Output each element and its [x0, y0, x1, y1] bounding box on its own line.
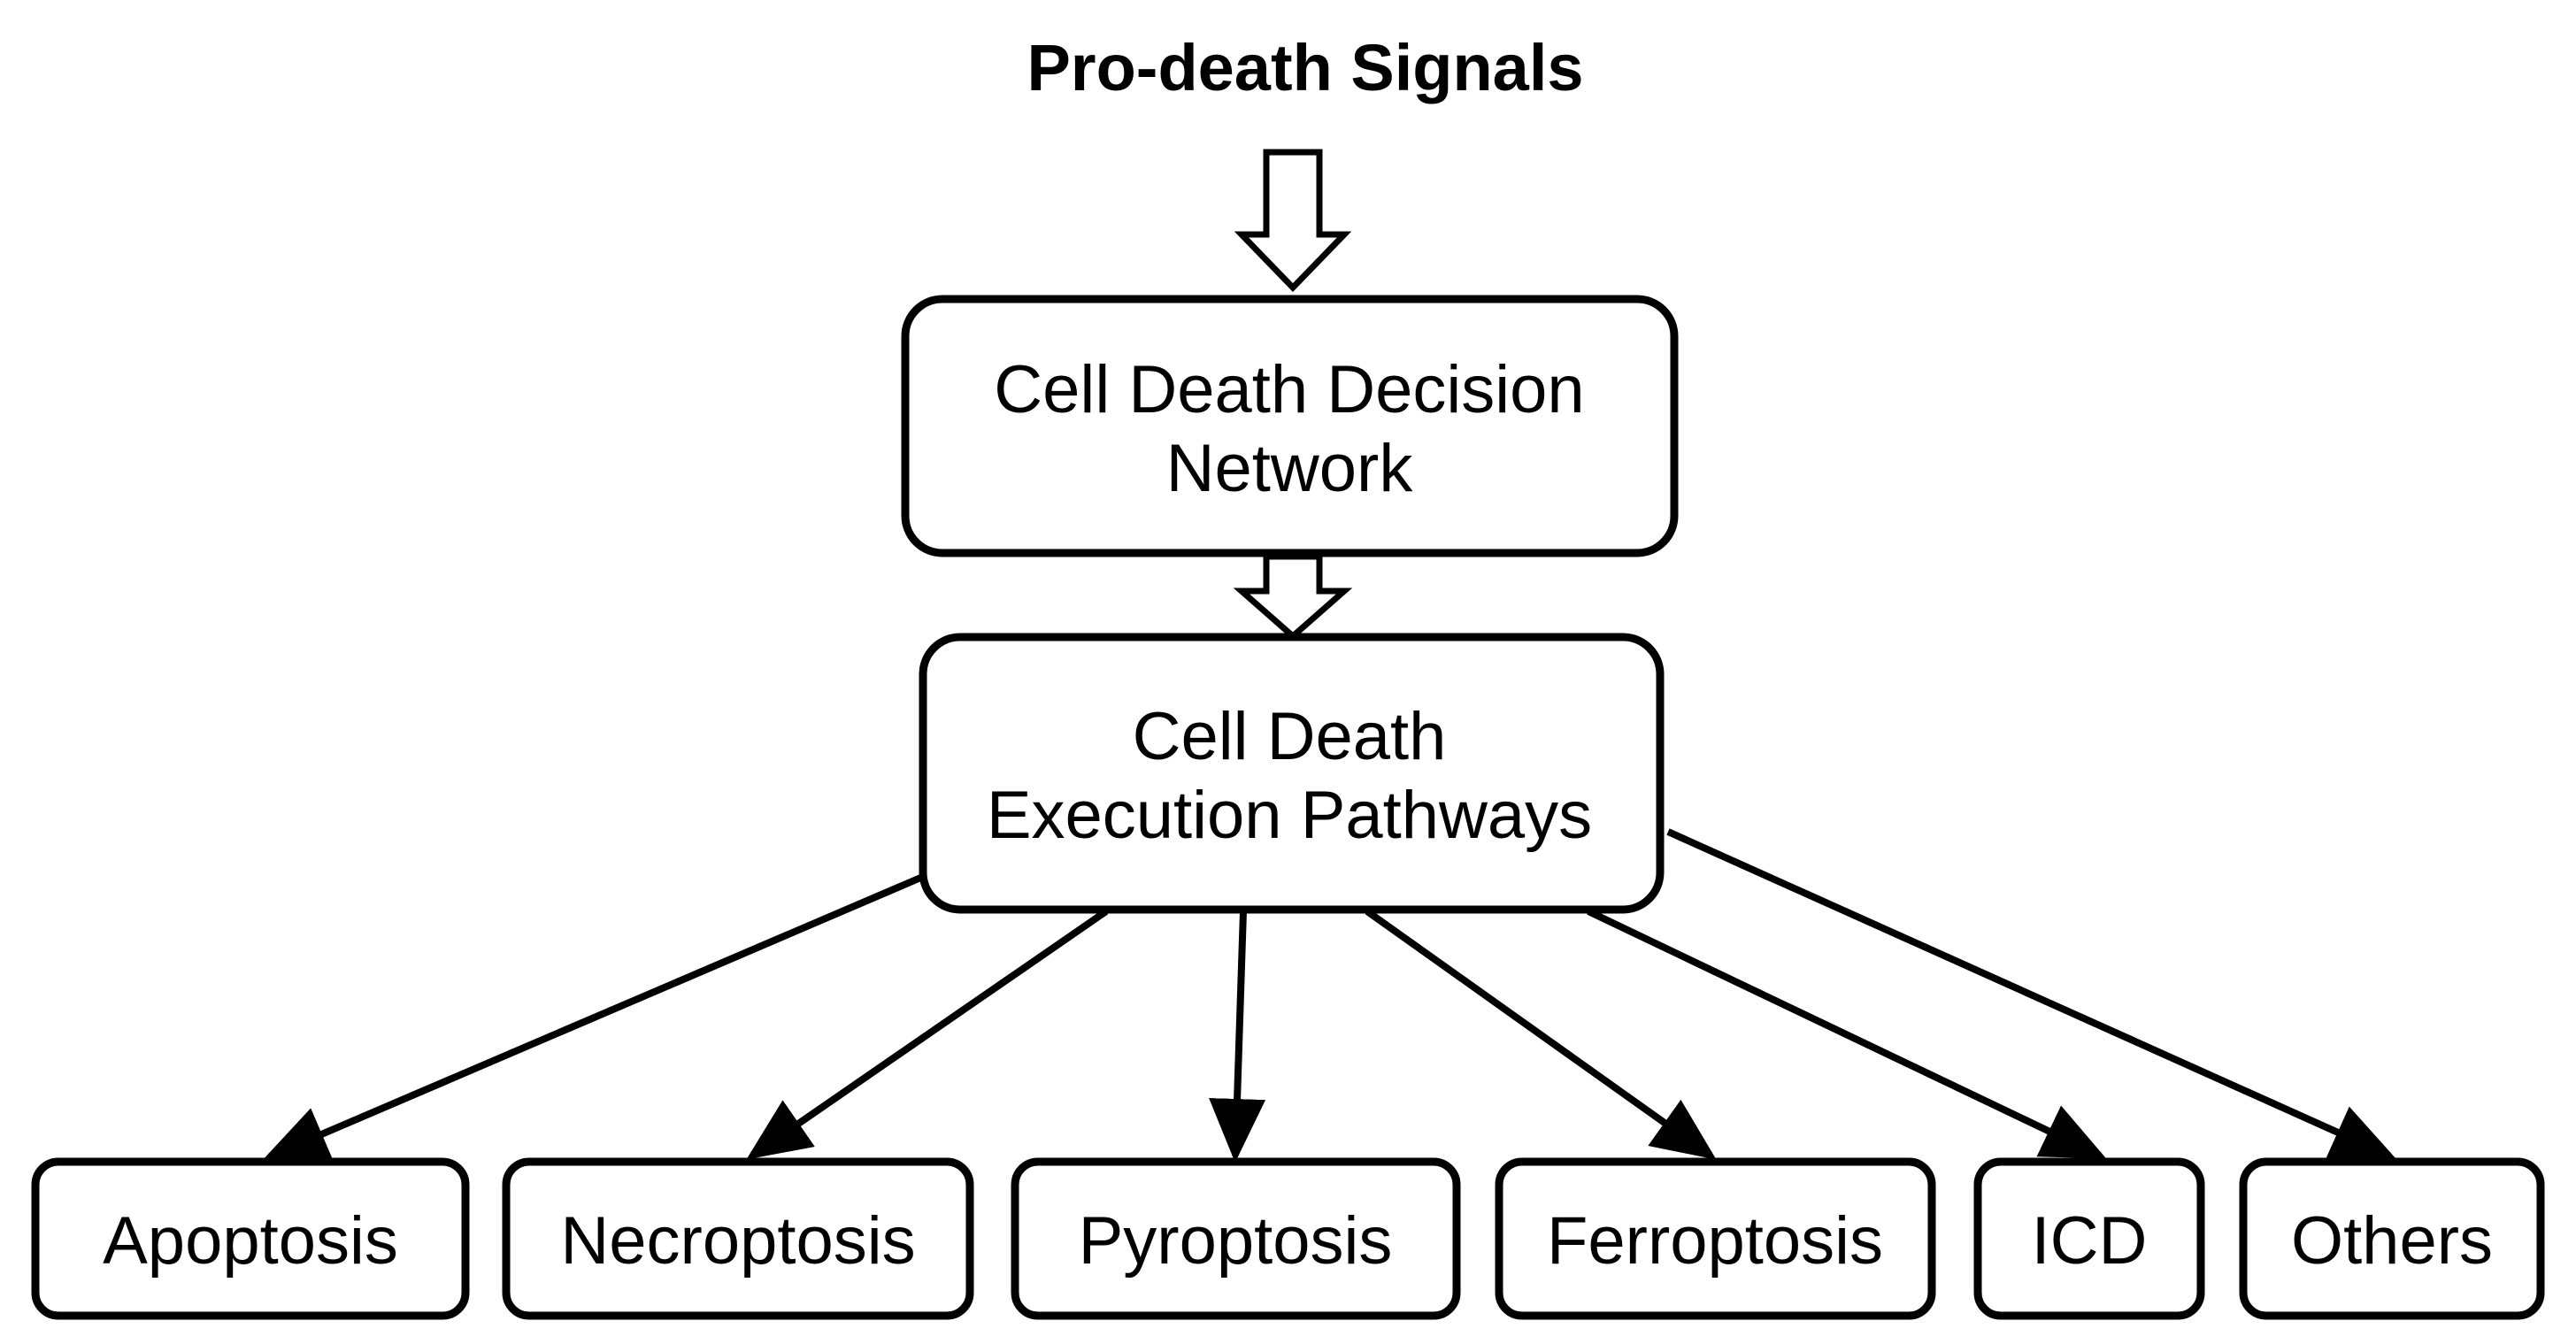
outcome-label: Others [2291, 1203, 2493, 1279]
execution-pathways-box [919, 633, 1665, 914]
execution-pathways-node: Cell Death Execution Pathways [919, 633, 1665, 914]
decision-network-box [901, 295, 1679, 557]
outcome-apoptosis: Apoptosis [31, 1157, 470, 1320]
outcome-ferroptosis: Ferroptosis [1495, 1157, 1936, 1320]
outcome-others: Others [2239, 1157, 2545, 1320]
edge-to-ferroptosis [1365, 908, 1717, 1160]
edge-to-necroptosis [746, 908, 1109, 1160]
outcome-box [1011, 1157, 1461, 1320]
edge-to-apoptosis [263, 872, 927, 1161]
diagram-title: Pro-death Signals [1027, 31, 1583, 104]
outcome-box [1495, 1157, 1936, 1320]
outcome-label: Pyroptosis [1079, 1203, 1393, 1279]
outcome-label: Apoptosis [103, 1203, 398, 1279]
signal-to-decision-arrow [1234, 149, 1352, 293]
outcome-box [502, 1157, 974, 1320]
outcome-box [1973, 1157, 2205, 1320]
outcome-pyroptosis: Pyroptosis [1011, 1157, 1461, 1320]
decision-to-execution-arrow [1233, 553, 1353, 641]
execution-pathways-label-line1: Cell Death [1133, 699, 1447, 774]
outcome-label: ICD [2032, 1203, 2148, 1279]
outcome-necroptosis: Necroptosis [502, 1157, 974, 1320]
outcome-label: Necroptosis [560, 1203, 915, 1279]
outcome-box [2239, 1157, 2545, 1320]
decision-network-label-line1: Cell Death Decision [994, 352, 1584, 427]
edge-to-pyroptosis [1209, 910, 1266, 1163]
pathway-edges [263, 828, 2396, 1163]
decision-network-label-line2: Network [1166, 431, 1414, 506]
decision-network-node: Cell Death Decision Network [901, 295, 1679, 557]
outcome-box [31, 1157, 470, 1320]
edge-to-icd [1587, 908, 2107, 1159]
execution-pathways-label-line2: Execution Pathways [987, 778, 1592, 853]
outcome-icd: ICD [1973, 1157, 2205, 1320]
outcome-label: Ferroptosis [1547, 1203, 1883, 1279]
edge-to-others [1666, 828, 2396, 1159]
